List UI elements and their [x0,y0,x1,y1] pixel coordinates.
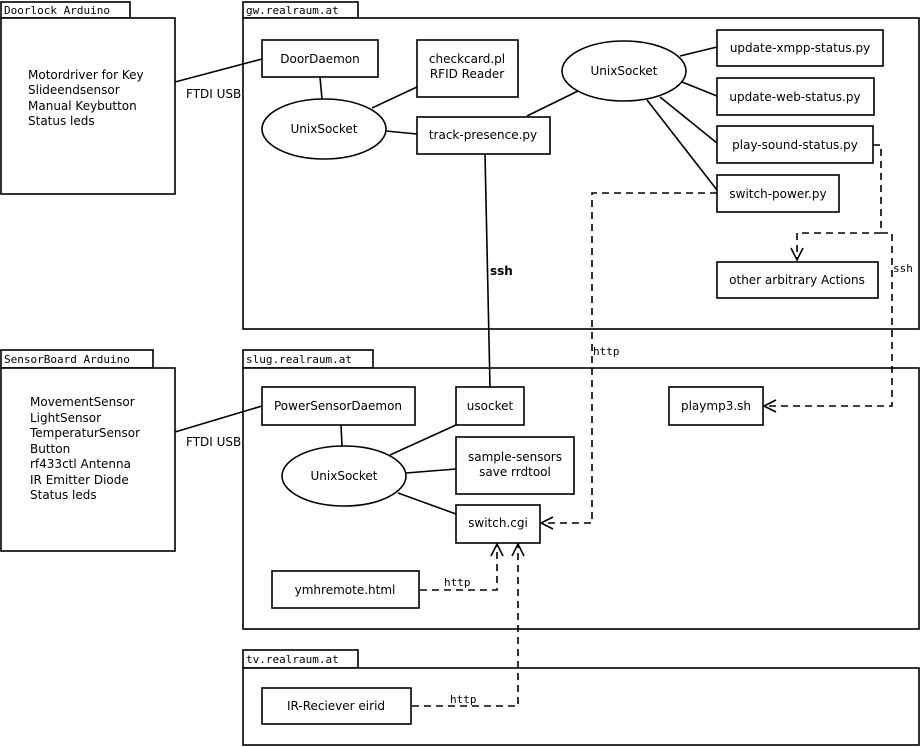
sensorboard-line: TemperaturSensor [29,426,140,440]
ir-receiver-label: IR-Reciever eirid [287,699,385,713]
edge-socket-switchpower [646,99,718,191]
edge-socket-sample [405,468,457,474]
edge-socket-checkcard [371,86,418,109]
sensorboard-line: Button [30,442,70,456]
ssh-playsound-playmp3 [764,232,893,407]
track-presence-label: track-presence.py [429,128,537,142]
usocket-label: usocket [467,399,514,413]
switch-cgi-label: switch.cgi [468,516,528,530]
sensorboard-line: Status leds [30,488,97,502]
ftdi-usb-label: FTDI USB [186,435,241,449]
node-track-presence: track-presence.py [416,116,551,155]
unixsocket-label: UnixSocket [591,64,658,78]
edge-powerdaemon-socket [340,424,343,447]
node-usocket: usocket [455,386,525,426]
package-sensorboard-title: SensorBoard Arduino [4,353,130,366]
arrowhead-actions [790,247,804,262]
other-actions-label: other arbitrary Actions [729,273,865,287]
node-playmp3: playmp3.sh [668,386,764,426]
checkcard-label: checkcard.pl [429,52,505,66]
node-ir-receiver: IR-Reciever eirid [261,687,412,725]
package-doorlock-title: Doorlock Arduino [4,4,110,17]
doorlock-line: Manual Keybutton [28,99,137,113]
arrowhead-switchcgi [539,516,554,530]
http-label: http [593,345,620,358]
ftdi-usb-label: FTDI USB [186,87,241,101]
unixsocket-label: UnixSocket [311,469,378,483]
edge-socket-xmpp [679,46,718,57]
node-switch-power: switch-power.py [716,174,840,213]
edge-socket-sound [659,96,718,144]
sensorboard-line: IR Emitter Diode [30,473,129,487]
node-ymhremote: ymhremote.html [271,570,420,609]
ssh-label: ssh [490,264,513,278]
node-play-sound: play-sound-status.py [716,125,874,164]
doorlock-line: Motordriver for Key [28,68,144,82]
node-unixsocket-slug: UnixSocket [281,445,407,507]
update-web-label: update-web-status.py [729,90,860,104]
sensorboard-line: rf433ctl Antenna [30,457,131,471]
unixsocket-label: UnixSocket [291,122,358,136]
http-switchpower-switchcgi [541,192,717,524]
node-update-xmpp: update-xmpp-status.py [716,29,884,67]
node-door-daemon: DoorDaemon [261,39,379,78]
package-doorlock: Doorlock Arduino Motordriver for Key Sli… [0,1,176,195]
edge-socket-track [385,130,418,135]
sample-sensors-label: sample-sensors [468,450,562,464]
rfid-reader-label: RFID Reader [430,67,504,81]
arrowhead-ymh [490,542,504,557]
ymhremote-label: ymhremote.html [295,583,396,597]
package-gw-title: gw.realraum.at [246,4,339,17]
sensorboard-line: LightSensor [30,411,101,425]
power-sensor-daemon-label: PowerSensorDaemon [274,399,402,413]
edge-track-socket [526,89,581,117]
door-daemon-label: DoorDaemon [280,52,359,66]
solid-connections [174,46,718,515]
arrowhead-playmp3 [762,399,777,413]
edge-ssh-track-usocket [484,153,491,388]
node-update-web: update-web-status.py [716,77,875,116]
update-xmpp-label: update-xmpp-status.py [730,41,870,55]
node-switch-cgi: switch.cgi [455,504,541,544]
node-power-sensor-daemon: PowerSensorDaemon [261,386,416,426]
node-checkcard: checkcard.pl RFID Reader [416,39,519,98]
doorlock-line: Status leds [28,114,95,128]
http-label: http [444,576,471,589]
play-sound-label: play-sound-status.py [732,138,858,152]
dashed-connections [412,144,893,707]
edge-labels: FTDI USB FTDI USB ssh ssh http http http [186,87,913,706]
package-tv-title: tv.realraum.at [246,653,339,666]
edge-socket-switchcgi [397,492,457,515]
ssh-label: ssh [893,262,913,275]
node-sample-sensors: sample-sensors save rrdtool [455,436,575,495]
edge-socket-web [681,81,718,97]
playmp3-label: playmp3.sh [681,399,751,413]
node-unixsocket-gw-right: UnixSocket [561,40,687,102]
http-ymhremote-switchcgi [420,544,498,591]
package-sensorboard: SensorBoard Arduino MovementSensor Light… [0,349,176,552]
doorlock-line: Slideendsensor [28,83,120,97]
switch-power-label: switch-power.py [729,187,826,201]
edge-socket-usocket [389,424,457,456]
arrowhead-ir [511,542,525,557]
save-rrdtool-label: save rrdtool [479,465,551,479]
sensorboard-line: MovementSensor [30,395,135,409]
ftdi-line-sensorboard [174,405,263,433]
edge-doordaemon-socket [319,76,323,100]
ftdi-line-doorlock [174,58,263,83]
node-other-actions: other arbitrary Actions [716,261,879,299]
node-unixsocket-gw-left: UnixSocket [261,98,387,160]
http-label: http [450,693,477,706]
package-slug-title: slug.realraum.at [246,353,352,366]
